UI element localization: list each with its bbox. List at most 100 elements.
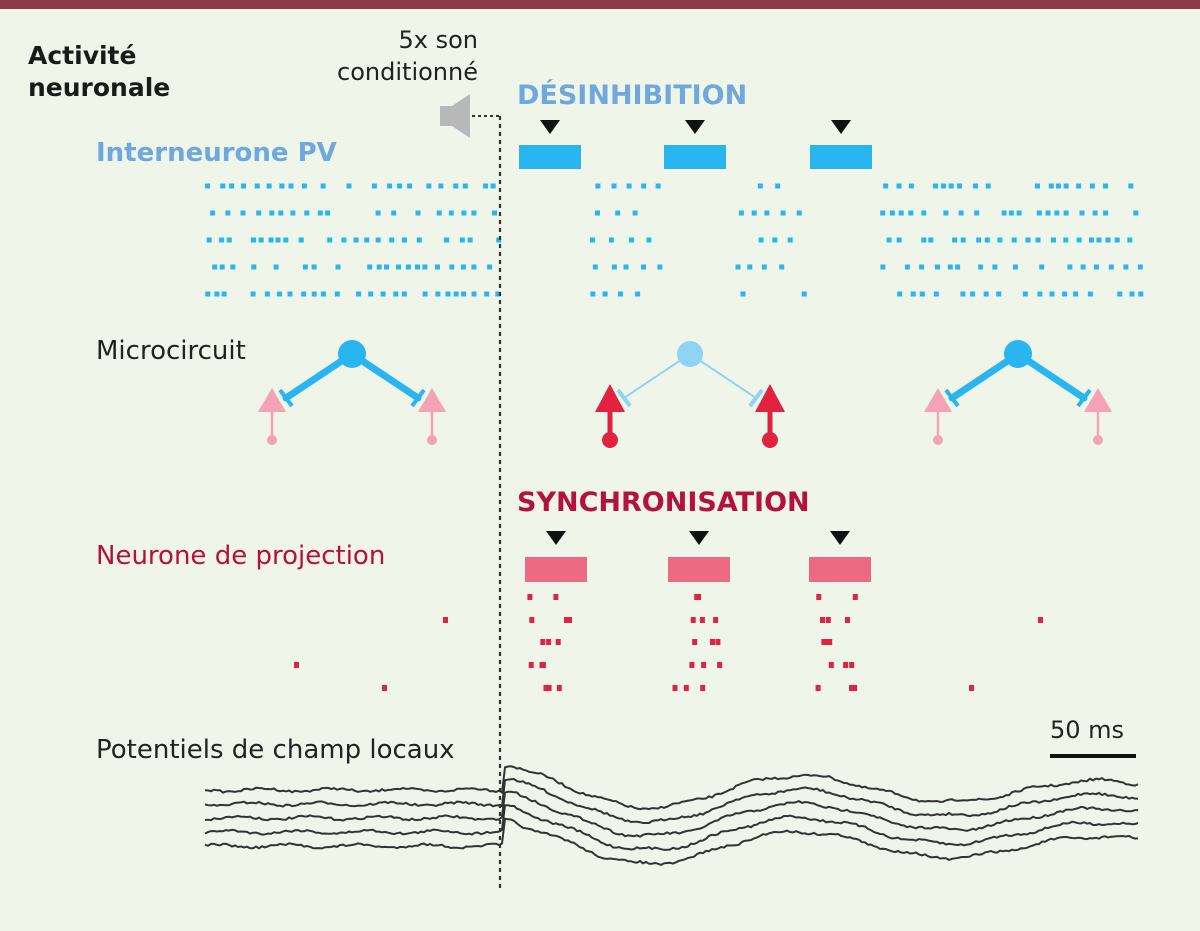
microcircuit: [924, 340, 1112, 445]
pv-interneuron-label: Interneurone PV: [96, 138, 337, 168]
pv-spike: [1137, 264, 1143, 270]
pv-spike: [368, 291, 374, 297]
projection-spike: [528, 662, 534, 668]
pv-spike: [992, 264, 998, 270]
pyramidal-soma: [595, 384, 625, 412]
pv-spike: [751, 210, 757, 216]
projection-spike: [821, 639, 827, 645]
triangle-down-icon: [831, 120, 851, 134]
projection-spike: [710, 639, 715, 645]
pv-spike: [487, 264, 493, 270]
pv-stimulus-blocks: [519, 120, 872, 169]
triangle-down-icon: [689, 531, 709, 545]
pv-spike: [985, 183, 991, 189]
projection-stimulus-blocks: [525, 531, 871, 582]
projection-spike: [527, 594, 533, 600]
pv-spike: [641, 183, 647, 189]
pv-spike: [623, 264, 629, 270]
pv-spike: [461, 291, 467, 297]
pv-spike: [629, 237, 634, 243]
lfp-trace: [204, 804, 1139, 851]
pv-spike: [334, 291, 340, 297]
pv-spike: [325, 210, 331, 216]
pv-spike: [740, 291, 746, 297]
pv-spike: [264, 291, 270, 297]
projection-spike: [696, 594, 702, 600]
projection-spike: [699, 617, 705, 623]
pv-spike: [415, 210, 421, 216]
pyramidal-bouton: [1093, 435, 1103, 445]
pv-spike: [955, 264, 961, 270]
pv-spike: [467, 237, 473, 243]
pv-spike: [978, 264, 984, 270]
pv-spike: [401, 237, 407, 243]
pv-spike: [997, 237, 1003, 243]
pv-spike: [611, 264, 617, 270]
pv-spike: [483, 183, 489, 189]
pv-spike: [335, 264, 341, 270]
scale-bar-label: 50 ms: [1050, 716, 1125, 744]
pv-spike: [356, 291, 362, 297]
pv-spike: [615, 210, 621, 216]
pv-spike: [1035, 237, 1041, 243]
pv-spike: [976, 237, 982, 243]
pv-spike: [445, 291, 451, 297]
projection-spike: [683, 685, 689, 691]
lfp-trace: [204, 765, 1139, 811]
pv-spike: [928, 237, 934, 243]
pv-spike: [958, 210, 964, 216]
pv-spike: [1055, 183, 1061, 189]
figure-title: Activité neuronale: [28, 41, 171, 102]
projection-spike: [690, 617, 696, 623]
pv-spike: [1001, 210, 1007, 216]
pv-spike: [416, 237, 422, 243]
speaker-cone: [452, 94, 470, 138]
pv-spike: [266, 183, 272, 189]
pv-spike: [1117, 291, 1123, 297]
pv-spike: [449, 264, 455, 270]
pv-spike: [921, 210, 927, 216]
pv-spike: [1039, 264, 1045, 270]
pv-spike: [375, 210, 381, 216]
pv-spike: [495, 291, 501, 297]
pv-spike: [438, 183, 444, 189]
pv-spike: [226, 237, 232, 243]
pv-spike: [205, 183, 210, 189]
pv-spike: [933, 183, 938, 189]
projection-spike: [443, 617, 448, 623]
inhibitory-axon: [689, 353, 757, 399]
pv-spike: [283, 237, 289, 243]
pv-spike: [492, 210, 497, 216]
pv-spike: [1045, 210, 1051, 216]
pv-spike: [921, 237, 927, 243]
projection-spike: [845, 617, 850, 623]
projection-spike: [546, 639, 552, 645]
pv-spike: [775, 183, 781, 189]
pv-spike: [460, 264, 466, 270]
pv-spike: [1080, 264, 1086, 270]
pv-spike: [1012, 264, 1018, 270]
pv-spike: [761, 264, 767, 270]
pv-spike: [415, 264, 420, 270]
pv-spike: [908, 183, 914, 189]
pv-spike: [1127, 237, 1133, 243]
pv-spike: [1025, 237, 1031, 243]
pv-spike: [897, 291, 903, 297]
pv-spike: [919, 264, 925, 270]
pv-spike: [436, 210, 442, 216]
pv-spike: [435, 264, 440, 270]
pv-spike: [1016, 210, 1022, 216]
pv-spike: [317, 210, 323, 216]
pv-spike: [1089, 237, 1094, 243]
projection-spike: [852, 594, 858, 600]
projection-spike: [553, 594, 559, 600]
projection-spike: [556, 685, 562, 691]
pv-spike: [611, 183, 617, 189]
projection-spike: [843, 662, 849, 668]
pv-spike: [393, 291, 399, 297]
pv-spike: [787, 237, 793, 243]
pv-spike: [996, 291, 1002, 297]
pv-interneuron-soma: [677, 341, 703, 367]
projection-spike: [701, 662, 707, 668]
